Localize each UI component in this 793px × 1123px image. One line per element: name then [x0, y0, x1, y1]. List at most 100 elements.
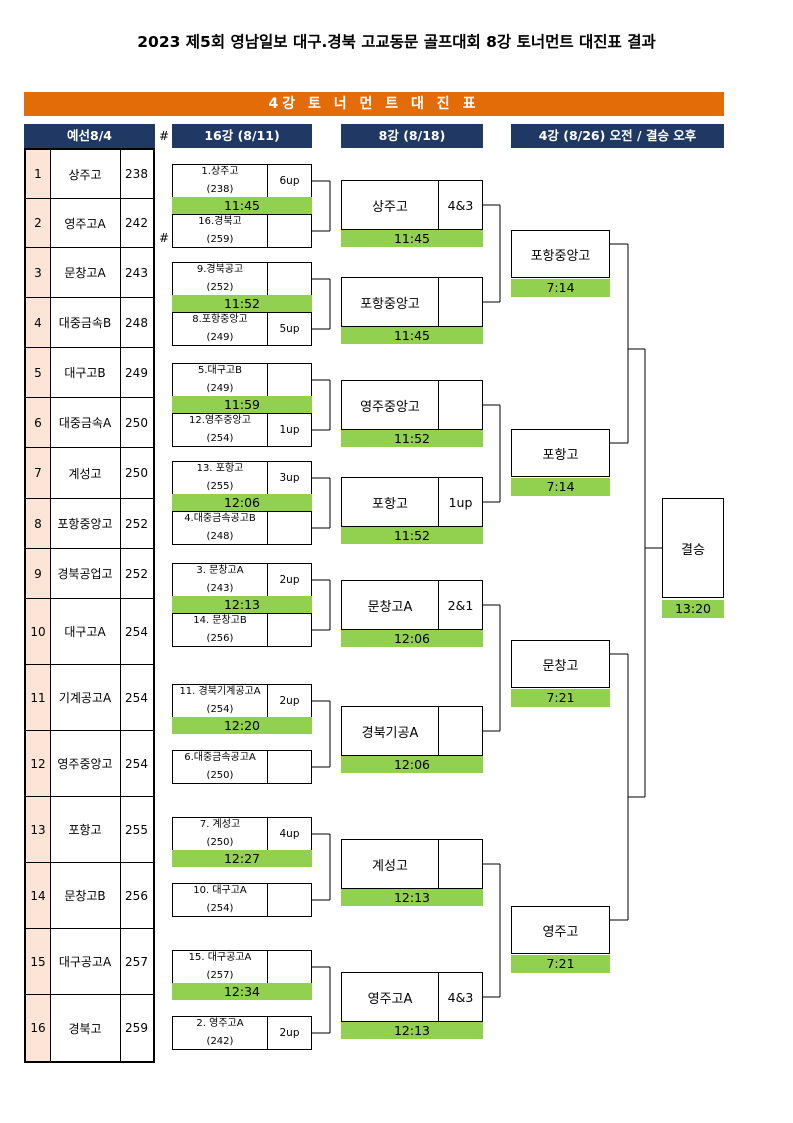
quarterfinal-team: 상주고 [342, 181, 439, 229]
round16-team-name: 16.경북고 [198, 216, 242, 227]
round16-result: 6up [279, 175, 300, 187]
round16-match-bottom: 14. 문창고B(256) [172, 613, 312, 647]
qualifier-team: 기계공고A [50, 665, 121, 730]
round16-team-name: 6.대중금속공고A [184, 752, 256, 763]
header-qualifier: 예선8/4 [24, 124, 155, 148]
round16-team-name: 2. 영주고A [196, 1018, 244, 1029]
round16-result: 2up [279, 574, 300, 586]
quarterfinal-team: 포항고 [342, 478, 439, 526]
qualifier-seed: 5 [26, 348, 51, 397]
quarterfinal-team: 경북기공A [342, 707, 439, 755]
header-semifinal: 4강 (8/26) 오전 / 결승 오후 [511, 124, 724, 148]
qualifier-score: 242 [125, 216, 148, 230]
round16-team-name: 1.상주고 [201, 166, 239, 177]
quarterfinal-time: 12:13 [341, 1022, 483, 1039]
bracket-banner: 4강 토 너 먼 트 대 진 표 [24, 92, 724, 116]
qualifier-score: 238 [125, 167, 148, 181]
qualifier-seed: 13 [26, 797, 51, 862]
page-title: 2023 제5회 영남일보 대구.경북 고교동문 골프대회 8강 토너먼트 대진… [137, 33, 656, 51]
qualifier-seed: 2 [26, 199, 51, 247]
round16-match-bottom: 6.대중금속공고A(250) [172, 750, 312, 784]
qualifier-seed: 4 [26, 298, 51, 347]
semifinal-time: 7:21 [511, 955, 610, 973]
qualifier-score: 254 [125, 624, 148, 639]
qualifier-seed: 12 [26, 731, 51, 796]
qualifier-score: 259 [125, 1021, 148, 1035]
round16-match-bottom: 10. 대구고A(254) [172, 883, 312, 917]
round16-team-name: 9.경북공고 [196, 264, 244, 275]
quarterfinal-time: 11:45 [341, 327, 483, 344]
round16-result: 1up [279, 424, 300, 436]
quarterfinal-match: 포항중앙고 [341, 277, 483, 327]
round16-match-top: 9.경북공고 (252) [172, 262, 312, 296]
qualifier-score: 252 [125, 516, 148, 531]
qualifier-team: 문창고A [50, 248, 121, 297]
round16-team-score: (254) [206, 903, 234, 914]
qualifier-score: 252 [125, 566, 148, 581]
round16-team-score: (252) [206, 282, 234, 293]
semifinal-team: 영주고 [511, 906, 610, 954]
quarterfinal-result: 4&3 [447, 197, 474, 213]
round16-team-score: (249) [206, 383, 234, 394]
round16-team-score: (242) [206, 1036, 234, 1047]
hash-mark: # [159, 129, 170, 143]
round16-team-name: 7. 계성고 [199, 819, 241, 830]
qualifier-seed: 6 [26, 398, 51, 447]
round16-team: 1.상주고(238) [173, 165, 268, 197]
qualifier-team: 영주고A [50, 199, 121, 247]
round16-result: 4up [279, 828, 300, 840]
quarterfinal-team: 계성고 [342, 840, 439, 888]
hash-mark: # [159, 231, 170, 245]
quarterfinal-time: 11:52 [341, 430, 483, 447]
quarterfinal-time: 12:13 [341, 889, 483, 906]
qualifier-score: 243 [125, 265, 148, 280]
round16-team: 10. 대구고A(254) [173, 884, 268, 916]
quarterfinal-time: 12:06 [341, 756, 483, 773]
round16-time: 12:20 [172, 717, 312, 734]
semifinal-time: 7:21 [511, 689, 610, 707]
round16-team-name: 3. 문창고A [196, 565, 244, 576]
qualifier-team: 대구공고A [50, 929, 121, 994]
qualifier-team: 대중금속B [50, 298, 121, 347]
round16-match-bottom: 4.대중금속공고B(248) [172, 511, 312, 545]
qualifier-score: 255 [125, 822, 148, 837]
qualifier-team: 영주중앙고 [50, 731, 121, 796]
round16-time: 11:59 [172, 396, 312, 413]
round16-match-top: 13. 포항고(255)3up [172, 461, 312, 495]
round16-team: 6.대중금속공고A(250) [173, 751, 268, 783]
round16-match-bottom: 16.경북고(259) [172, 214, 312, 248]
quarterfinal-time: 11:52 [341, 527, 483, 544]
round16-team-name: 15. 대구공고A [188, 952, 252, 963]
qualifier-team: 경북공업고 [50, 549, 121, 598]
round16-result: 5up [279, 323, 300, 335]
header-quarterfinal: 8강 (8/18) [341, 124, 483, 148]
quarterfinal-team: 영주중앙고 [342, 381, 439, 429]
qualifier-seed: 10 [26, 599, 51, 664]
round16-team: 11. 경북기계공고A(254) [173, 685, 268, 717]
round16-result: 2up [279, 1027, 300, 1039]
round16-team: 16.경북고(259) [173, 215, 268, 247]
quarterfinal-time: 11:45 [341, 230, 483, 247]
round16-match-top: 3. 문창고A (243) 2up [172, 563, 312, 597]
qualifier-team: 포항중앙고 [50, 499, 121, 548]
round16-match-bottom: 8.포항중앙고(249)5up [172, 312, 312, 346]
qualifier-team: 대구고A [50, 599, 121, 664]
round16-team-score: (243) [206, 583, 234, 594]
quarterfinal-result: 4&3 [447, 989, 474, 1005]
qualifier-seed: 16 [26, 995, 51, 1061]
semifinal-time: 7:14 [511, 279, 610, 297]
semifinal-team: 포항중앙고 [511, 230, 610, 278]
